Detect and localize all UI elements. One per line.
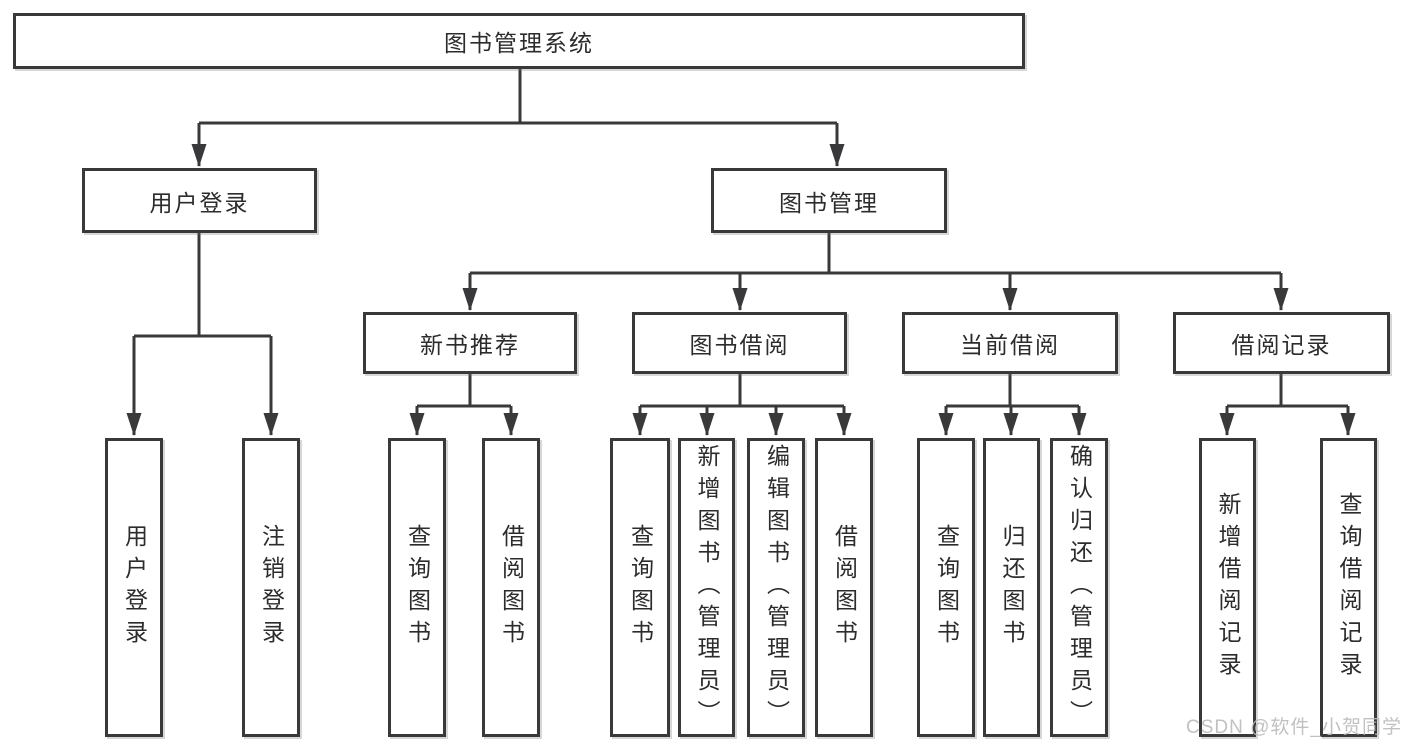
node-label: 查询图书 <box>627 523 654 652</box>
csdn-watermark: CSDN @软件_小贺同学 <box>1186 717 1402 738</box>
leaf-return-book: 归还图书 <box>983 438 1040 737</box>
node-label: 图书管理 <box>779 189 879 216</box>
node-label: 新增图书（管理员） <box>694 443 720 732</box>
node-label: 借阅图书 <box>498 523 525 652</box>
leaf-user-login: 用户登录 <box>105 438 163 737</box>
leaf-borrow-books-recommend: 借阅图书 <box>482 438 540 737</box>
node-label: 归还图书 <box>999 523 1025 652</box>
leaf-query-borrow-record: 查询借阅记录 <box>1320 438 1377 737</box>
node-current-borrowing: 当前借阅 <box>902 312 1118 374</box>
leaf-query-books-borrowing: 查询图书 <box>610 438 670 737</box>
node-label: 注销登录 <box>258 523 285 652</box>
node-label: 新增借阅记录 <box>1215 491 1241 684</box>
leaf-logout: 注销登录 <box>242 438 300 737</box>
node-label: 图书借阅 <box>689 332 790 358</box>
leaf-borrow-books-borrowing: 借阅图书 <box>815 438 873 737</box>
node-label: 查询借阅记录 <box>1336 491 1362 684</box>
node-book-borrowing: 图书借阅 <box>632 312 847 374</box>
node-label: 用户登录 <box>121 523 148 652</box>
leaf-edit-book-admin: 编辑图书（管理员） <box>747 438 805 737</box>
node-label: 用户登录 <box>149 189 250 216</box>
node-label: 查询图书 <box>933 523 960 652</box>
node-label: 确认归还（管理员） <box>1066 443 1093 732</box>
node-label: 当前借阅 <box>960 332 1060 358</box>
node-library-management-system: 图书管理系统 <box>13 13 1025 69</box>
node-book-management: 图书管理 <box>711 168 947 233</box>
node-label: 编辑图书（管理员） <box>763 443 790 732</box>
leaf-add-book-admin: 新增图书（管理员） <box>678 438 735 737</box>
node-new-book-recommend: 新书推荐 <box>363 312 577 374</box>
leaf-query-books-current: 查询图书 <box>917 438 975 737</box>
node-label: 图书管理系统 <box>444 30 594 56</box>
node-borrowing-records: 借阅记录 <box>1173 312 1390 374</box>
node-label: 借阅记录 <box>1231 332 1332 358</box>
node-label: 查询图书 <box>404 523 431 652</box>
node-user-login: 用户登录 <box>82 168 317 233</box>
leaf-add-borrow-record: 新增借阅记录 <box>1199 438 1256 737</box>
leaf-confirm-return-admin: 确认归还（管理员） <box>1050 438 1108 737</box>
node-label: 借阅图书 <box>831 523 858 652</box>
node-label: 新书推荐 <box>420 332 520 358</box>
leaf-query-books-recommend: 查询图书 <box>388 438 446 737</box>
